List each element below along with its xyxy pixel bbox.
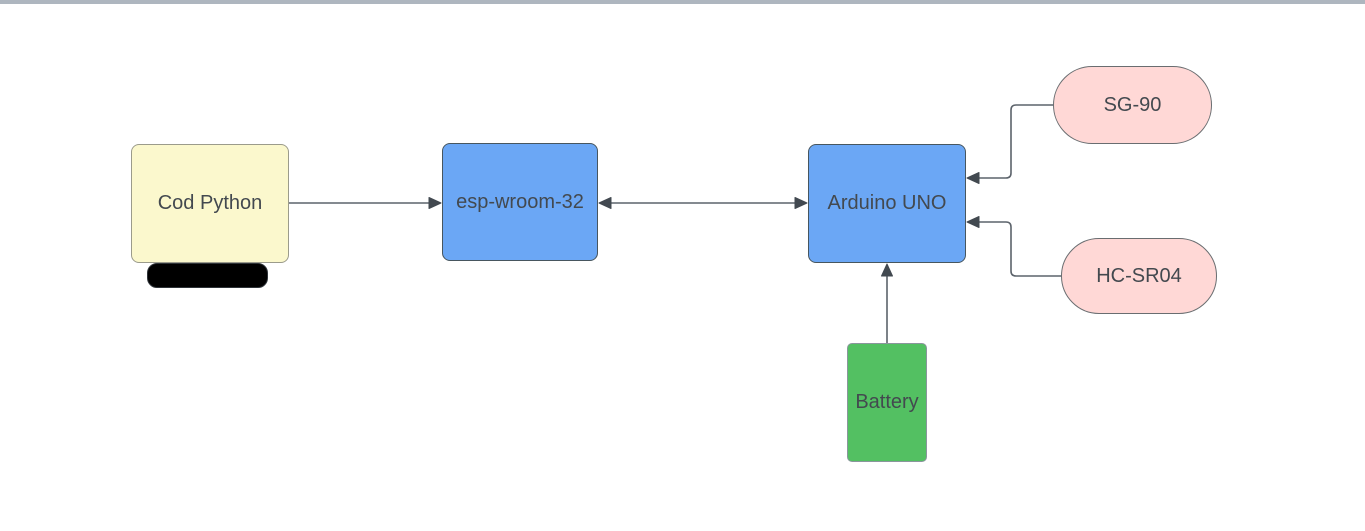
node-arduino-uno-label: Arduino UNO — [827, 192, 947, 214]
node-hc-sr04-label: HC-SR04 — [1096, 264, 1182, 287]
edge-sg90-arduino — [966, 104, 1053, 184]
node-battery: Battery — [847, 343, 927, 462]
node-arduino-uno: Arduino UNO — [808, 144, 966, 263]
node-sg-90: SG-90 — [1053, 66, 1212, 144]
edge-hcsr04-arduino — [966, 216, 1061, 277]
node-hc-sr04: HC-SR04 — [1061, 238, 1217, 314]
edge-esp-arduino — [598, 197, 808, 209]
node-cod-python-label: Cod Python — [157, 192, 263, 214]
window-top-border — [0, 0, 1365, 4]
node-battery-label: Battery — [855, 391, 919, 413]
node-esp-wroom-32-label: esp-wroom-32 — [456, 190, 584, 213]
edge-battery-arduino — [881, 263, 893, 343]
node-cod-python-base — [147, 263, 268, 288]
edge-codpython-esp — [289, 197, 442, 209]
node-cod-python: Cod Python — [131, 144, 289, 263]
node-sg-90-label: SG-90 — [1103, 93, 1162, 116]
node-esp-wroom-32: esp-wroom-32 — [442, 143, 598, 261]
